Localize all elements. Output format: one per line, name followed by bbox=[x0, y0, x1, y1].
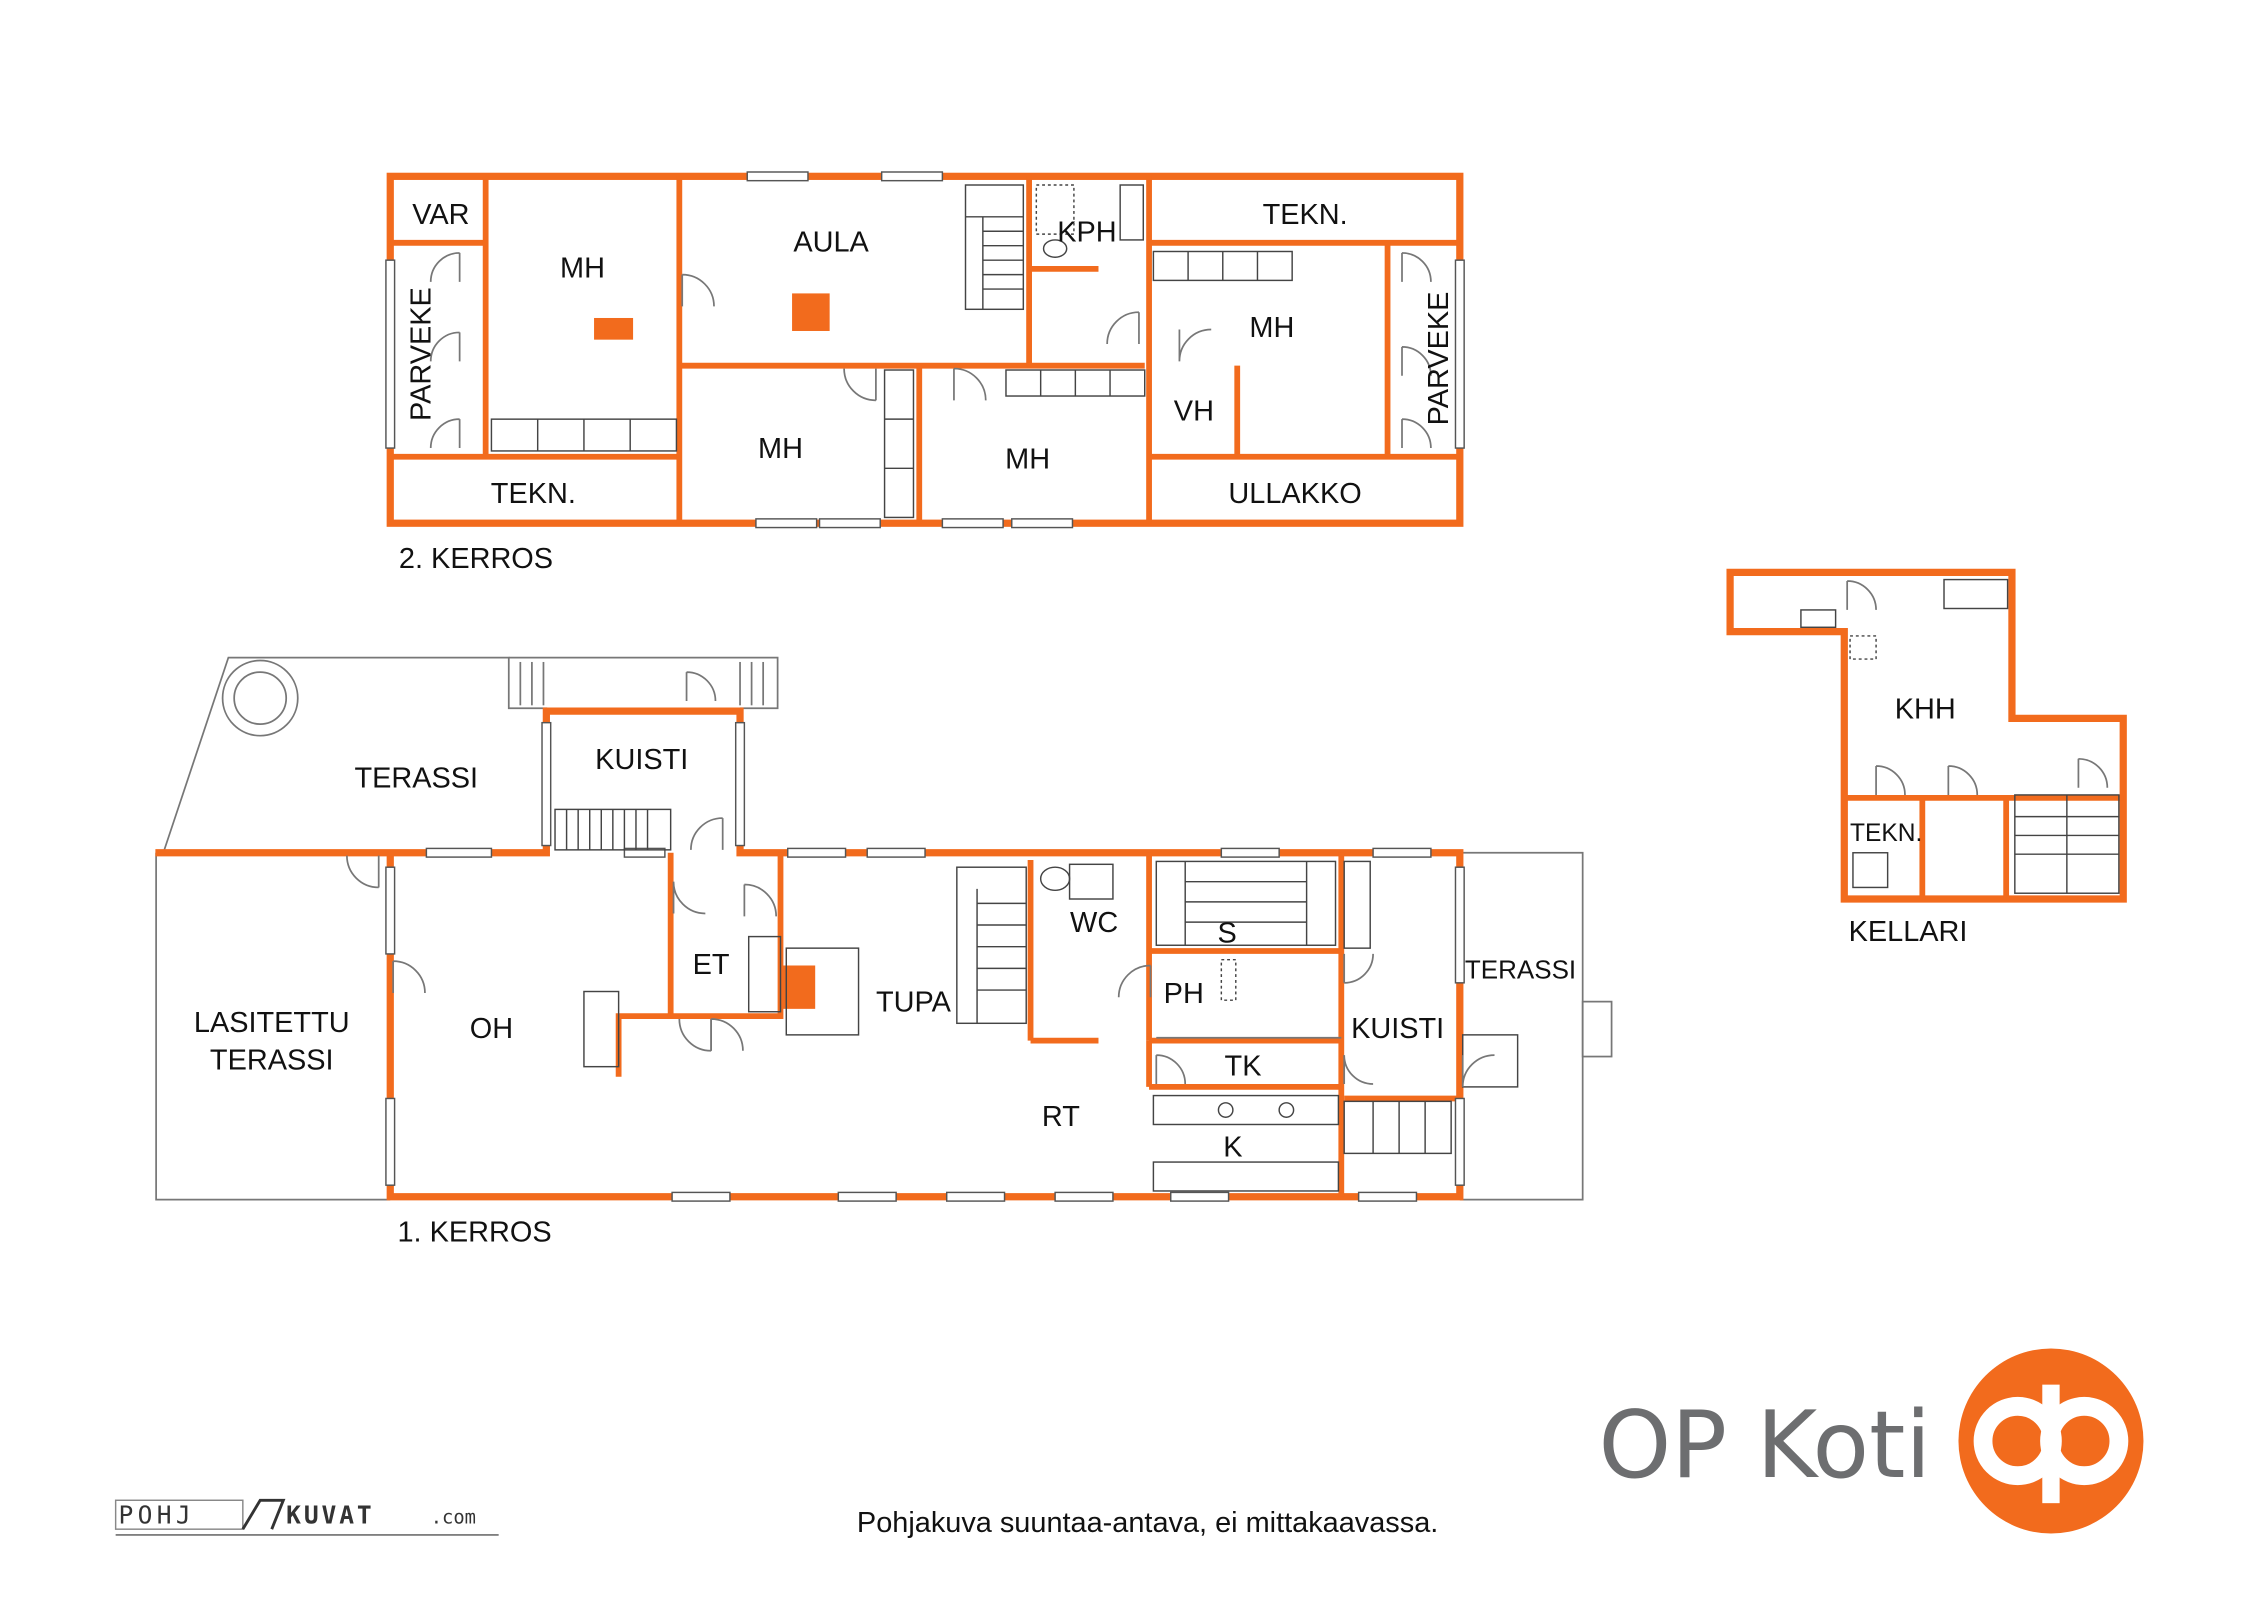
wardrobes-second-floor bbox=[490, 250, 1293, 519]
basement-fixtures bbox=[1800, 578, 2120, 894]
floor-caption-first: 1. KERROS bbox=[397, 1217, 551, 1249]
floor-caption-second: 2. KERROS bbox=[399, 543, 553, 575]
second-floor-plan: VAR MH AULA KPH TEKN. MH PARVEKE PARVEKE… bbox=[385, 171, 1465, 575]
first-floor-labels: TERASSI KUISTI LASITETTU TERASSI OH ET T… bbox=[194, 744, 1576, 1249]
chimney-mh bbox=[594, 317, 634, 340]
room-label-kph: KPH bbox=[1057, 216, 1116, 248]
svg-text:POHJ: POHJ bbox=[119, 1500, 196, 1529]
room-label-lasitettu: LASITETTU bbox=[194, 1007, 350, 1039]
kph-fixtures bbox=[1035, 184, 1145, 258]
room-label-ph: PH bbox=[1164, 978, 1204, 1010]
basement-plan: KHH TEKN. KELLARI bbox=[1726, 568, 2127, 948]
svg-text:.com: .com bbox=[431, 1507, 476, 1528]
room-label-mh-bottom-left: MH bbox=[758, 433, 803, 465]
room-label-mh-left: MH bbox=[560, 253, 605, 285]
room-label-rt: RT bbox=[1042, 1101, 1080, 1133]
pohjakuvat-logo: POHJ KUVAT .com bbox=[114, 1498, 499, 1536]
room-label-oh: OH bbox=[470, 1013, 513, 1045]
brand-name: OP Koti bbox=[1598, 1391, 1931, 1499]
doors-basement bbox=[1846, 580, 2109, 795]
room-label-var: VAR bbox=[412, 199, 469, 231]
room-label-aula: AULA bbox=[793, 226, 869, 258]
disclaimer-note: Pohjakuva suuntaa-antava, ei mittakaavas… bbox=[857, 1507, 1438, 1539]
first-floor-plan: TERASSI KUISTI LASITETTU TERASSI OH ET T… bbox=[155, 656, 1613, 1249]
room-label-mh-right: MH bbox=[1249, 312, 1294, 344]
doors-second-floor bbox=[429, 252, 1432, 449]
floor-caption-basement: KELLARI bbox=[1849, 916, 1968, 948]
stairs-first-floor bbox=[554, 808, 1452, 1155]
footer: POHJ KUVAT .com Pohjakuva suuntaa-antava… bbox=[114, 1348, 2144, 1539]
room-label-tekn-top: TEKN. bbox=[1263, 199, 1348, 231]
room-label-wc: WC bbox=[1070, 907, 1118, 939]
svg-text:KUVAT: KUVAT bbox=[286, 1500, 374, 1529]
second-floor-windows bbox=[385, 171, 1465, 529]
room-label-k: K bbox=[1223, 1131, 1242, 1163]
room-label-tekn-basement: TEKN. bbox=[1850, 820, 1922, 847]
basement-outer-wall bbox=[1726, 568, 2127, 903]
chimney-aula bbox=[792, 293, 830, 331]
room-label-parveke-left: PARVEKE bbox=[406, 287, 438, 421]
terrace-outlines bbox=[155, 656, 1613, 1201]
room-label-kuisti-right: KUISTI bbox=[1351, 1013, 1444, 1045]
room-label-tupa: TUPA bbox=[876, 987, 952, 1019]
room-label-kuisti-top: KUISTI bbox=[595, 744, 688, 776]
first-floor-windows bbox=[385, 721, 1465, 1202]
room-label-et: ET bbox=[693, 949, 730, 981]
room-label-vh: VH bbox=[1174, 396, 1214, 428]
room-label-s: S bbox=[1217, 917, 1236, 949]
room-label-tk: TK bbox=[1225, 1050, 1262, 1082]
stairs-second-floor bbox=[964, 184, 1025, 311]
room-label-terassi-top: TERASSI bbox=[354, 763, 478, 795]
op-logo-icon bbox=[1958, 1348, 2144, 1534]
room-label-terassi-right: TERASSI bbox=[1465, 955, 1576, 985]
room-label-parveke-right: PARVEKE bbox=[1423, 292, 1455, 426]
room-label-tekn-bottom: TEKN. bbox=[491, 478, 576, 510]
room-label-khh: KHH bbox=[1895, 693, 1956, 725]
second-floor-labels: VAR MH AULA KPH TEKN. MH PARVEKE PARVEKE… bbox=[399, 199, 1455, 575]
second-floor-interior-walls bbox=[390, 176, 1460, 524]
room-label-lasitettu-terassi: TERASSI bbox=[210, 1045, 334, 1077]
doors-first-floor bbox=[346, 671, 1495, 1087]
room-label-ullakko: ULLAKKO bbox=[1228, 478, 1361, 510]
room-label-mh-bottom-mid: MH bbox=[1005, 443, 1050, 475]
